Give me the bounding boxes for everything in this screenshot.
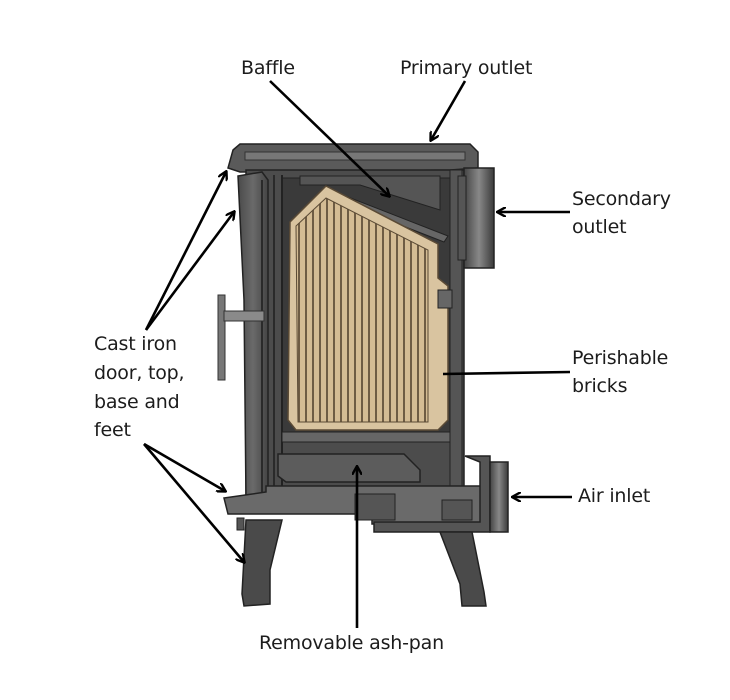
- air-inlet-pipe: [489, 461, 509, 533]
- baffle-arrow: [269, 80, 389, 196]
- label-ash-pan: Removable ash-pan: [259, 632, 444, 654]
- label-cast-iron-line2: door, top,: [94, 362, 185, 384]
- label-air-inlet: Air inlet: [578, 485, 651, 507]
- label-perishable-bricks-line1: Perishable: [572, 347, 669, 369]
- right-foot: [438, 531, 487, 607]
- label-perishable-bricks-line2: bricks: [572, 375, 628, 397]
- label-primary-outlet: Primary outlet: [400, 57, 533, 79]
- primary-outlet-arrow: [431, 80, 467, 140]
- arrows: [143, 80, 572, 628]
- ash-pan: [277, 453, 421, 483]
- cast-iron-feet-arrow: [143, 443, 244, 562]
- perishable-bricks-arrow: [442, 370, 571, 376]
- cast-iron-base-arrow: [143, 442, 225, 491]
- label-cast-iron-line3: base and: [94, 391, 180, 413]
- brick-ribs: [295, 197, 429, 423]
- door-handle-shaft: [223, 310, 265, 322]
- label-baffle: Baffle: [241, 57, 295, 79]
- label-secondary-outlet-line1: Secondary: [572, 188, 671, 210]
- secondary-outlet-pipe: [463, 167, 495, 269]
- label-secondary-outlet-line2: outlet: [572, 216, 627, 238]
- cast-iron-door-arrow: [144, 212, 234, 331]
- door-handle-knob: [217, 294, 226, 381]
- stove-body: [217, 143, 509, 607]
- label-cast-iron-line4: feet: [94, 419, 131, 441]
- label-cast-iron-line1: Cast iron: [94, 333, 177, 355]
- grate: [281, 431, 451, 443]
- cast-iron-top-arrow: [144, 172, 226, 331]
- top-inner: [244, 151, 466, 161]
- door: [237, 171, 269, 501]
- left-foot: [241, 519, 283, 607]
